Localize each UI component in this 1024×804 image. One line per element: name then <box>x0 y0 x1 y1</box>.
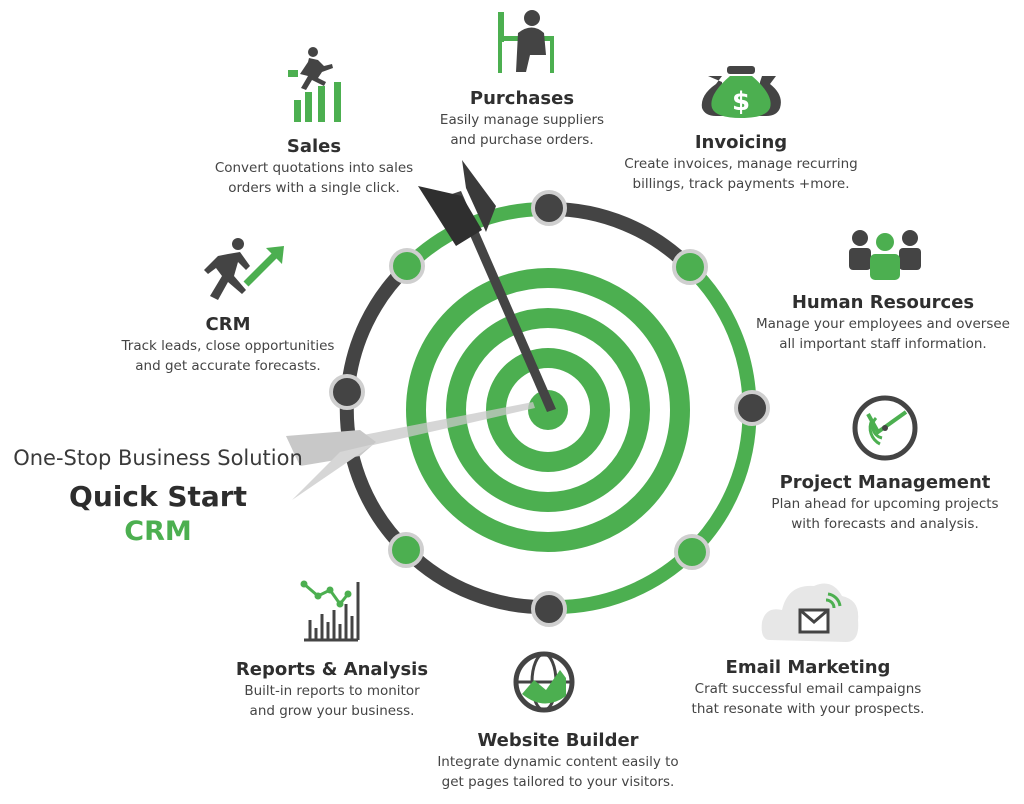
feature-description: Plan ahead for upcoming projects with fo… <box>771 496 999 532</box>
ring-node <box>531 190 567 226</box>
feature-title: Sales <box>286 136 342 157</box>
worker-at-desk-icon <box>498 10 554 73</box>
svg-text:$: $ <box>732 87 750 117</box>
ring-node <box>672 249 708 285</box>
clock-icon <box>852 395 918 461</box>
feature-title: CRM <box>205 314 251 335</box>
feature-title: Invoicing <box>694 132 788 153</box>
running-man-arrow-icon <box>204 238 284 300</box>
feature-description: Integrate dynamic content easily to get … <box>437 754 679 790</box>
feature-email-marketing: Email Marketing Craft successful email c… <box>680 657 936 719</box>
feature-sales: Sales Convert quotations into sales orde… <box>206 136 422 198</box>
feature-description: Craft successful email campaigns that re… <box>691 681 925 717</box>
feature-crm: CRM Track leads, close opportunities and… <box>110 314 346 376</box>
target-rings <box>406 268 690 552</box>
feature-description: Easily manage suppliers and purchase ord… <box>439 112 605 148</box>
feature-title: Reports & Analysis <box>235 659 429 680</box>
feature-website-builder: Website Builder Integrate dynamic conten… <box>422 730 694 792</box>
people-group-icon <box>849 230 921 280</box>
ring-node <box>674 534 710 570</box>
feature-reports-analysis: Reports & Analysis Built-in reports to m… <box>222 659 442 721</box>
ring-node <box>329 374 365 410</box>
feature-title: Purchases <box>469 88 575 109</box>
feature-title: Project Management <box>779 472 991 493</box>
feature-human-resources: Human Resources Manage your employees an… <box>752 292 1014 354</box>
line-bar-chart-icon <box>300 580 360 642</box>
feature-description: Create invoices, manage recurring billin… <box>624 156 858 192</box>
feature-purchases: Purchases Easily manage suppliers and pu… <box>420 88 624 150</box>
quick-start-title: Quick Start <box>69 480 247 513</box>
feature-invoicing: Invoicing Create invoices, manage recurr… <box>616 132 866 194</box>
crm-subtitle: CRM <box>124 516 192 547</box>
feature-title: Human Resources <box>791 292 975 313</box>
ring-node <box>389 248 425 284</box>
climbing-sales-chart-icon <box>288 47 341 122</box>
feature-title: Email Marketing <box>725 657 891 678</box>
cloud-envelope-icon <box>761 583 859 642</box>
feature-title: Website Builder <box>477 730 639 751</box>
money-bags-icon: $ <box>701 66 781 118</box>
feature-description: Manage your employees and oversee all im… <box>756 316 1010 352</box>
gray-arrow <box>286 402 535 500</box>
ring-node <box>388 532 424 568</box>
globe-icon <box>513 651 575 713</box>
feature-project-management: Project Management Plan ahead for upcomi… <box>762 472 1008 534</box>
ring-node <box>734 390 770 426</box>
ring-nodes <box>329 190 770 627</box>
dart <box>418 160 556 412</box>
feature-description: Built-in reports to monitor and grow you… <box>244 683 420 719</box>
feature-description: Convert quotations into sales orders wit… <box>214 160 414 196</box>
feature-description: Track leads, close opportunities and get… <box>121 338 335 374</box>
tagline: One-Stop Business Solution <box>13 446 303 470</box>
ring-node <box>531 591 567 627</box>
